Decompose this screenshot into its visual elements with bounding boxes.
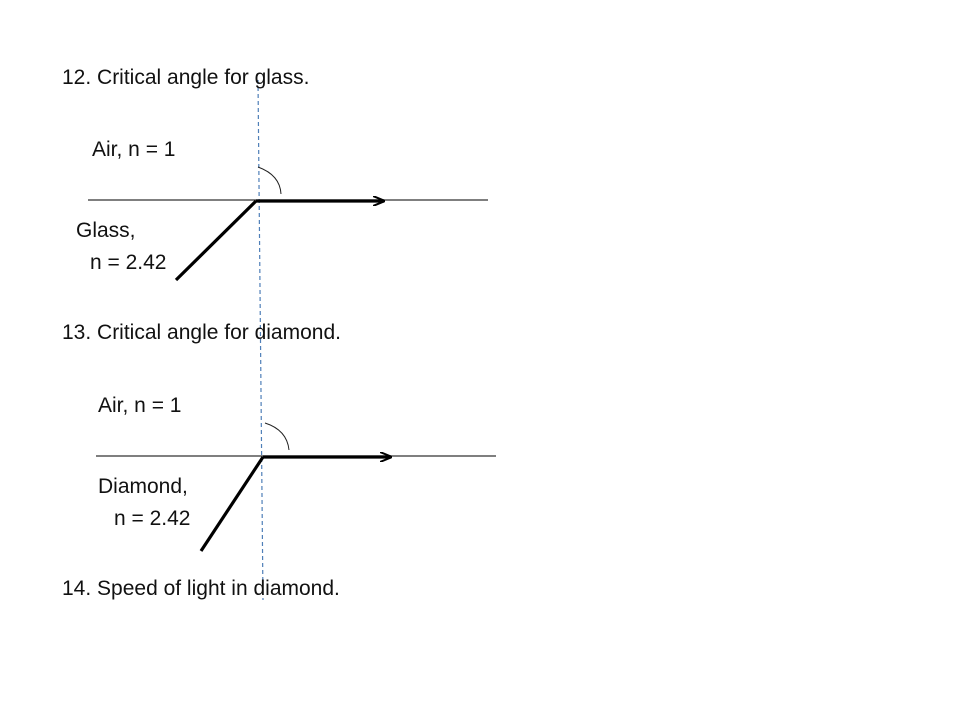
glass-upper-medium-label: Air, n = 1: [92, 138, 176, 161]
diamond-diagram: [96, 422, 496, 552]
diamond-angle-arc: [264, 422, 290, 451]
diamond-upper-medium-label: Air, n = 1: [98, 394, 182, 417]
problem-13-title: 13. Critical angle for diamond.: [62, 321, 341, 344]
diamond-lower-medium-label: Diamond,: [98, 475, 188, 498]
glass-diagram: [88, 166, 488, 282]
normal-line: [257, 79, 264, 601]
glass-lower-medium-label: Glass,: [76, 219, 136, 242]
diamond-lower-medium-index: n = 2.42: [114, 507, 191, 530]
glass-angle-arc: [257, 166, 282, 195]
glass-lower-medium-index: n = 2.42: [90, 251, 167, 274]
problem-14-title: 14. Speed of light in diamond.: [62, 577, 340, 600]
problem-12-title: 12. Critical angle for glass.: [62, 66, 310, 89]
diamond-incident-ray: [199, 456, 265, 552]
glass-incident-ray: [174, 199, 258, 282]
